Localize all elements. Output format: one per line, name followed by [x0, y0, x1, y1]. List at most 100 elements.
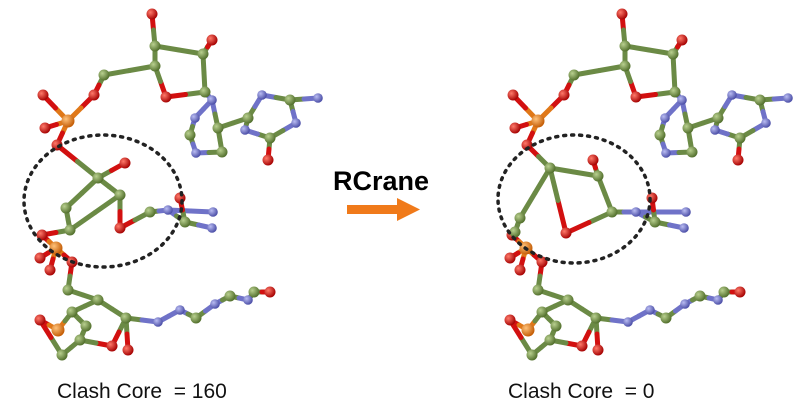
carbon-atom — [179, 216, 191, 228]
oxygen-atom — [34, 314, 46, 326]
clash-highlight-circle-left — [22, 133, 184, 269]
carbon-atom — [98, 69, 110, 81]
method-label: RCrane — [333, 166, 430, 196]
oxygen-atom — [587, 154, 599, 166]
carbon-atom — [120, 312, 132, 324]
nitrogen-atom — [713, 295, 723, 305]
nitrogen-atom — [240, 125, 250, 135]
nitrogen-atom — [645, 305, 655, 315]
carbon-atom — [509, 226, 521, 238]
carbon-atom — [590, 312, 602, 324]
carbon-atom — [212, 122, 224, 134]
nitrogen-atom — [175, 305, 185, 315]
nitrogen-atom — [710, 125, 720, 135]
oxygen-atom — [507, 89, 519, 101]
oxygen-atom — [262, 154, 274, 166]
oxygen-atom — [732, 154, 744, 166]
carbon-atom — [224, 290, 236, 302]
carbon-atom — [619, 60, 631, 72]
carbon-atom — [526, 349, 538, 361]
nitrogen-atom — [661, 148, 671, 158]
nitrogen-atom — [623, 317, 633, 327]
carbon-atom — [149, 40, 161, 52]
molecule-before — [34, 8, 323, 361]
oxygen-atom — [646, 192, 658, 204]
carbon-atom — [56, 349, 68, 361]
oxygen-atom — [106, 340, 118, 352]
nitrogen-atom — [681, 207, 691, 217]
nitrogen-atom — [163, 205, 173, 215]
carbon-atom — [619, 40, 631, 52]
nitrogen-atom — [153, 317, 163, 327]
carbon-atom — [80, 320, 92, 332]
phosphorus-atom — [531, 114, 545, 128]
nitrogen-atom — [257, 90, 267, 100]
oxygen-atom — [160, 91, 172, 103]
oxygen-atom — [146, 8, 158, 20]
carbon-atom — [92, 294, 104, 306]
oxygen-atom — [734, 286, 746, 298]
carbon-atom — [667, 48, 679, 60]
carbon-atom — [74, 334, 86, 346]
carbon-atom — [284, 94, 296, 106]
carbon-atom — [718, 286, 730, 298]
carbon-atom — [649, 216, 661, 228]
carbon-atom — [532, 284, 544, 296]
nitrogen-atom — [210, 299, 220, 309]
oxygen-atom — [514, 264, 526, 276]
oxygen-atom — [119, 157, 131, 169]
nitrogen-atom — [291, 118, 301, 128]
molecule-after — [504, 8, 793, 361]
oxygen-atom — [34, 252, 46, 264]
carbon-atom — [60, 202, 72, 214]
nitrogen-atom — [783, 93, 793, 103]
oxygen-atom — [630, 91, 642, 103]
nitrogen-atom — [680, 299, 690, 309]
nitrogen-atom — [191, 148, 201, 158]
nitrogen-atom — [679, 223, 689, 233]
oxygen-atom — [576, 340, 588, 352]
oxygen-atom — [88, 89, 100, 101]
oxygen-atom — [616, 8, 628, 20]
oxygen-atom — [114, 222, 126, 234]
carbon-atom — [694, 290, 706, 302]
carbon-atom — [660, 312, 672, 324]
oxygen-atom — [536, 256, 548, 268]
carbon-atom — [669, 86, 681, 98]
clash-score-before: Clash Core = 160 — [57, 380, 227, 403]
carbon-atom — [734, 132, 746, 144]
carbon-atom — [654, 129, 666, 141]
nitrogen-atom — [208, 207, 218, 217]
oxygen-atom — [509, 122, 521, 134]
nitrogen-atom — [190, 113, 200, 123]
carbon-atom — [190, 312, 202, 324]
nitrogen-atom — [677, 95, 687, 105]
carbon-atom — [550, 320, 562, 332]
nitrogen-atom — [631, 207, 641, 217]
carbon-atom — [686, 146, 698, 158]
carbon-atom — [114, 189, 126, 201]
carbon-atom — [144, 206, 156, 218]
carbon-atom — [62, 284, 74, 296]
carbon-atom — [544, 162, 556, 174]
phosphorus-atom — [61, 114, 75, 128]
nitrogen-atom — [243, 295, 253, 305]
carbon-atom — [197, 48, 209, 60]
oxygen-atom — [592, 344, 604, 356]
oxygen-atom — [504, 314, 516, 326]
carbon-atom — [242, 112, 254, 124]
phosphorus-atom — [521, 323, 535, 337]
clash-score-after: Clash Core = 0 — [508, 380, 655, 403]
oxygen-atom — [676, 34, 688, 46]
carbon-atom — [92, 172, 104, 184]
carbon-atom — [184, 129, 196, 141]
arrow-right-icon — [347, 198, 420, 221]
oxygen-atom — [504, 252, 516, 264]
carbon-atom — [754, 94, 766, 106]
carbon-atom — [536, 306, 548, 318]
carbon-atom — [562, 294, 574, 306]
carbon-atom — [682, 122, 694, 134]
carbon-atom — [66, 306, 78, 318]
carbon-atom — [64, 224, 76, 236]
